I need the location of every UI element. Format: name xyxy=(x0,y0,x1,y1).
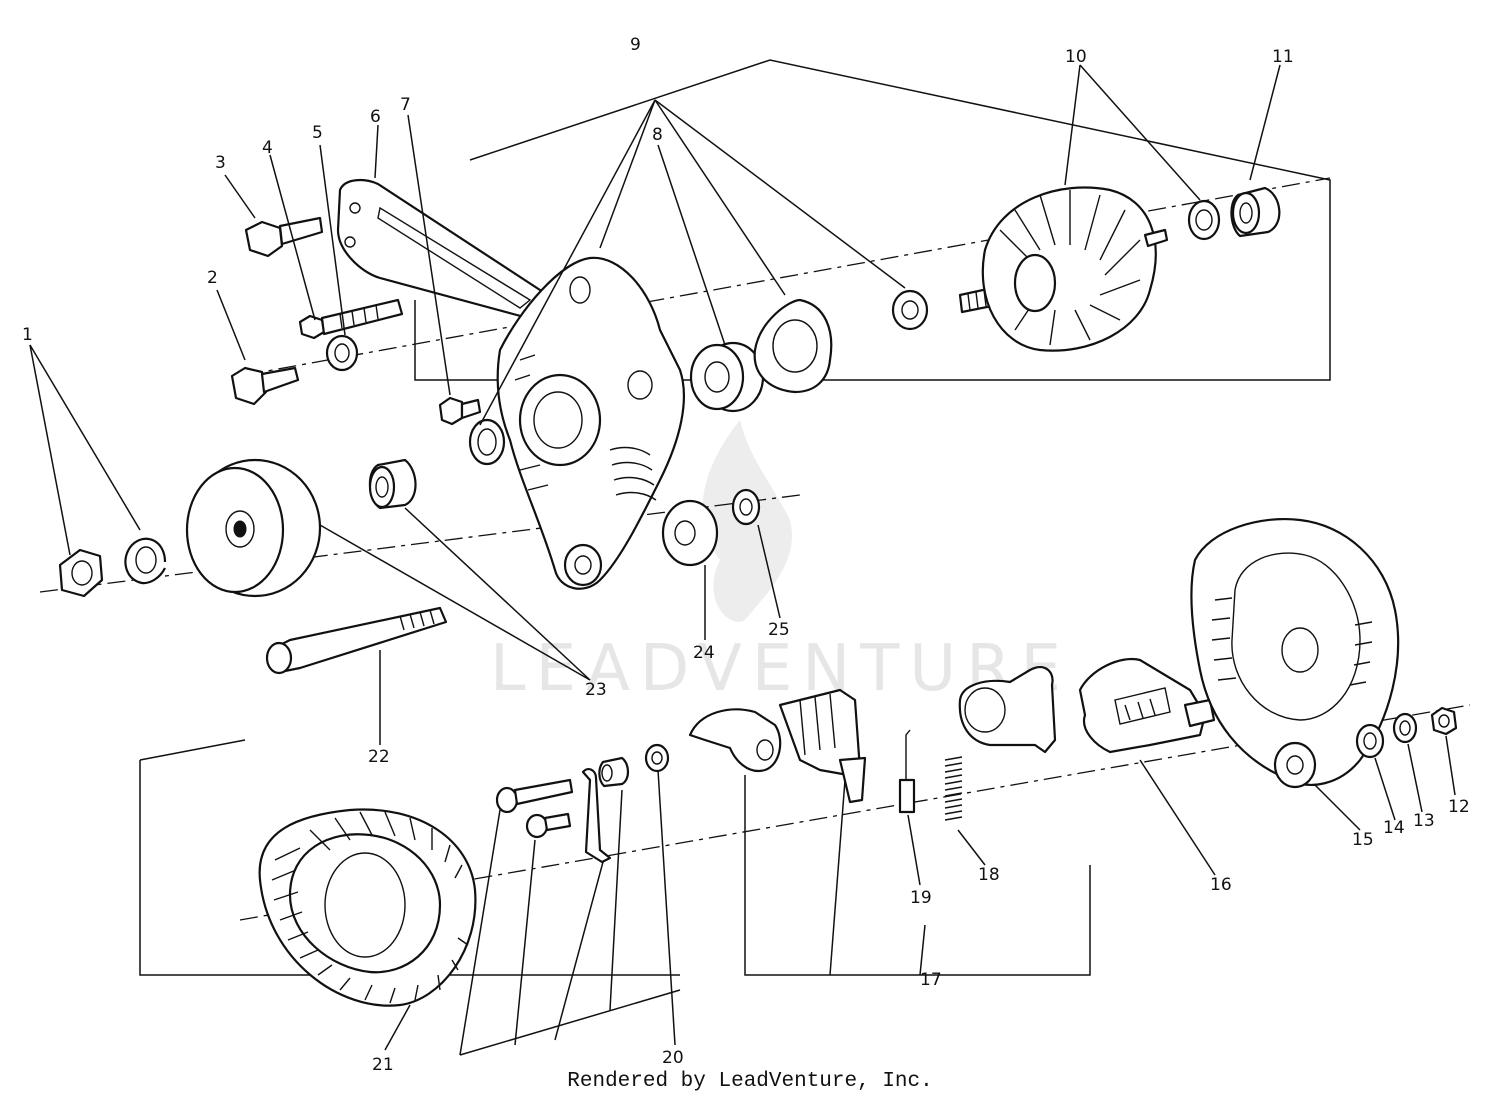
brush-holder xyxy=(958,666,1057,754)
screw-7 xyxy=(438,396,482,426)
callout-5: 5 xyxy=(312,123,323,143)
oil-seal xyxy=(468,418,506,466)
bearing-8 xyxy=(689,341,765,413)
part-1-nut-washer xyxy=(58,537,167,598)
drive-end-frame xyxy=(496,256,686,590)
callout-3: 3 xyxy=(215,153,226,173)
brush-holder-assembly xyxy=(688,688,916,814)
callout-19: 19 xyxy=(910,888,932,908)
mounting-bolts xyxy=(230,216,404,406)
callout-22: 22 xyxy=(368,747,390,767)
nut-12 xyxy=(1430,706,1458,736)
group-brackets xyxy=(139,59,1331,976)
callout-23: 23 xyxy=(585,680,607,700)
pulley xyxy=(185,458,322,598)
callout-1: 1 xyxy=(22,325,33,345)
callout-15: 15 xyxy=(1352,830,1374,850)
callout-13: 13 xyxy=(1413,811,1435,831)
callout-2: 2 xyxy=(207,268,218,288)
washer-13 xyxy=(1392,712,1418,744)
washer-10 xyxy=(1187,199,1221,241)
callout-6: 6 xyxy=(370,107,381,127)
render-credit: Rendered by LeadVenture, Inc. xyxy=(567,1070,933,1093)
bearing-11 xyxy=(1230,186,1281,238)
spacer-24 xyxy=(661,499,719,567)
rotor xyxy=(891,186,1169,352)
callout-4: 4 xyxy=(262,138,273,158)
callout-8: 8 xyxy=(652,125,663,145)
rear-end-frame xyxy=(1190,518,1400,789)
callout-18: 18 xyxy=(978,865,1000,885)
callout-numbers: 1 2 3 4 5 6 7 8 9 10 11 12 13 14 15 16 1… xyxy=(22,35,1470,1075)
adjusting-bracket xyxy=(336,178,548,320)
callout-17: 17 xyxy=(920,970,942,990)
washer-14 xyxy=(1355,723,1385,759)
callout-11: 11 xyxy=(1272,47,1294,67)
callout-14: 14 xyxy=(1383,818,1405,838)
callout-10: 10 xyxy=(1065,47,1087,67)
callout-20: 20 xyxy=(662,1048,684,1068)
callout-16: 16 xyxy=(1210,875,1232,895)
brush-spring xyxy=(944,756,963,821)
callout-9: 9 xyxy=(630,35,641,55)
retainer-plate xyxy=(753,298,833,394)
callout-12: 12 xyxy=(1448,797,1470,817)
rectifier-hardware xyxy=(495,743,670,864)
callout-21: 21 xyxy=(372,1055,394,1075)
spacer xyxy=(368,458,417,510)
leader-lines xyxy=(29,64,1456,1056)
washer-25 xyxy=(731,488,761,526)
callout-24: 24 xyxy=(693,643,715,663)
callout-7: 7 xyxy=(400,95,411,115)
voltage-regulator xyxy=(1078,657,1216,754)
callout-25: 25 xyxy=(768,620,790,640)
stator xyxy=(258,808,477,1007)
through-bolt xyxy=(265,606,448,675)
